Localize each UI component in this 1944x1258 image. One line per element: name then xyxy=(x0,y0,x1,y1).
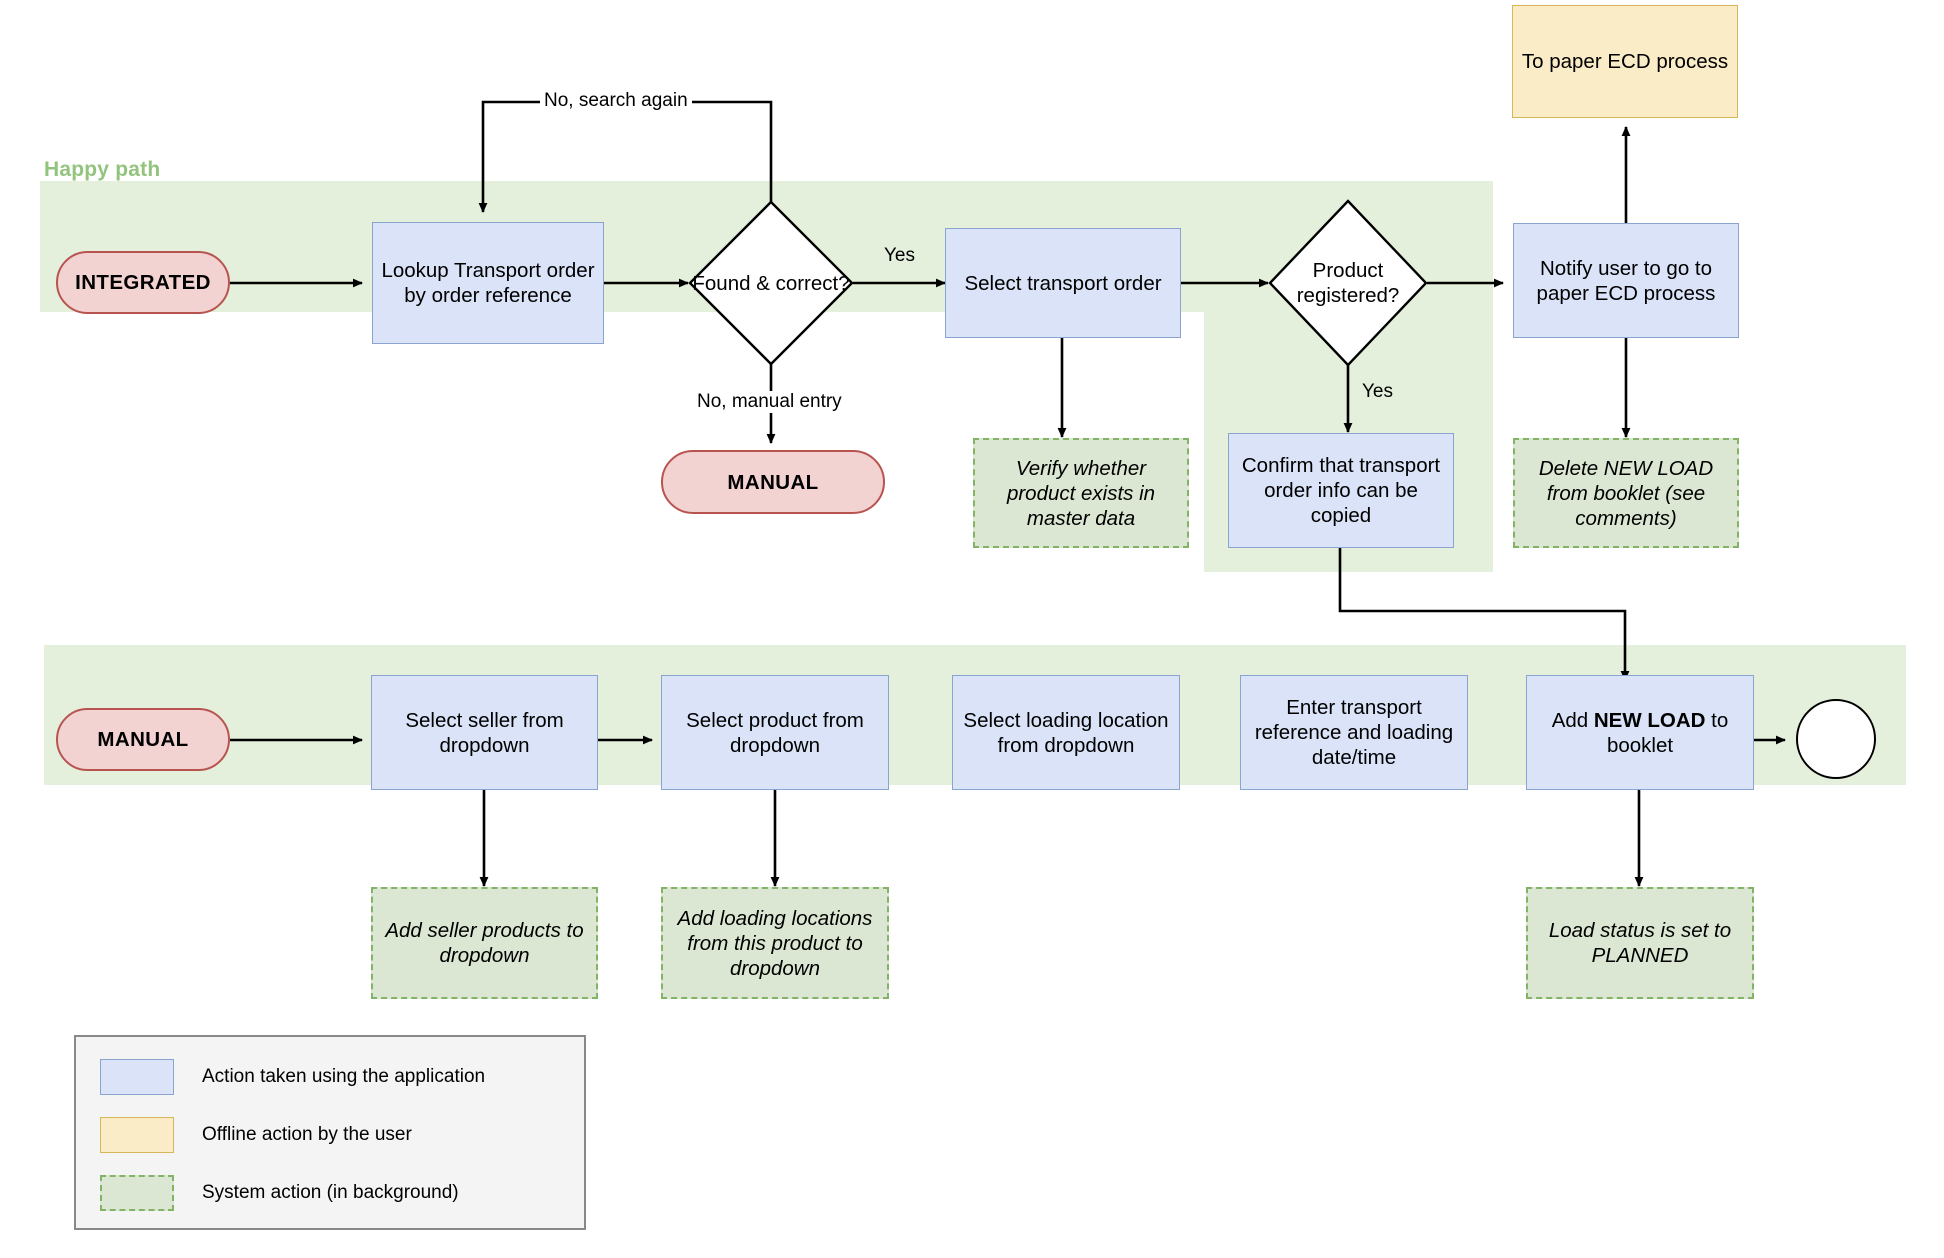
legend-label-system: System action (in background) xyxy=(202,1182,459,1203)
decision-product-registered[interactable]: Product registered? xyxy=(1268,199,1428,367)
add-new-load-suffix: to booklet xyxy=(1606,708,1729,757)
decision-found-and-correct-label: Found & correct? xyxy=(692,271,850,295)
edge-label-yes-found: Yes xyxy=(884,245,915,266)
node-to-paper-ecd-process[interactable]: To paper ECD process xyxy=(1512,5,1738,118)
node-add-new-load-to-booklet[interactable]: Add NEW LOAD to booklet xyxy=(1526,675,1754,790)
decision-product-registered-label: Product registered? xyxy=(1296,259,1400,307)
system-action-add-seller-products: Add seller products to dropdown xyxy=(371,887,598,999)
decision-found-and-correct[interactable]: Found & correct? xyxy=(688,200,854,366)
start-terminator-integrated[interactable]: INTEGRATED xyxy=(56,251,230,314)
add-new-load-prefix: Add xyxy=(1551,708,1594,732)
add-new-load-text: Add NEW LOAD to booklet xyxy=(1533,708,1747,758)
legend-row-process: Action taken using the application xyxy=(100,1059,485,1095)
node-confirm-transport-order-copy[interactable]: Confirm that transport order info can be… xyxy=(1228,433,1454,548)
system-action-load-status-planned: Load status is set to PLANNED xyxy=(1526,887,1754,999)
end-node-circle xyxy=(1796,699,1876,779)
node-lookup-transport-order[interactable]: Lookup Transport order by order referenc… xyxy=(372,222,604,344)
start-terminator-manual[interactable]: MANUAL xyxy=(56,708,230,771)
legend-panel: Action taken using the application Offli… xyxy=(74,1035,586,1230)
terminator-manual-top[interactable]: MANUAL xyxy=(661,450,885,514)
edge-label-no-manual-entry: No, manual entry xyxy=(693,391,846,413)
node-select-transport-order[interactable]: Select transport order xyxy=(945,228,1181,338)
node-notify-user-paper-ecd[interactable]: Notify user to go to paper ECD process xyxy=(1513,223,1739,338)
legend-row-offline: Offline action by the user xyxy=(100,1117,412,1153)
legend-label-offline: Offline action by the user xyxy=(202,1124,412,1145)
process-swatch-icon xyxy=(100,1059,174,1095)
legend-label-process: Action taken using the application xyxy=(202,1066,486,1087)
node-select-loading-location-from-dropdown[interactable]: Select loading location from dropdown xyxy=(952,675,1180,790)
node-select-seller-from-dropdown[interactable]: Select seller from dropdown xyxy=(371,675,598,790)
happy-path-label: Happy path xyxy=(44,158,161,181)
offline-swatch-icon xyxy=(100,1117,174,1153)
system-action-delete-new-load: Delete NEW LOAD from booklet (see commen… xyxy=(1513,438,1739,548)
system-action-add-loading-locations: Add loading locations from this product … xyxy=(661,887,889,999)
system-swatch-icon xyxy=(100,1175,174,1211)
diamond-shape xyxy=(1268,199,1428,367)
edge-label-yes-registered: Yes xyxy=(1362,381,1393,402)
edge-label-no-search-again: No, search again xyxy=(540,90,692,112)
node-enter-transport-reference[interactable]: Enter transport reference and loading da… xyxy=(1240,675,1468,790)
node-select-product-from-dropdown[interactable]: Select product from dropdown xyxy=(661,675,889,790)
legend-row-system: System action (in background) xyxy=(100,1175,459,1211)
diamond-shape xyxy=(688,200,854,366)
add-new-load-emphasis: NEW LOAD xyxy=(1593,708,1706,732)
system-action-verify-product-master-data: Verify whether product exists in master … xyxy=(973,438,1189,548)
